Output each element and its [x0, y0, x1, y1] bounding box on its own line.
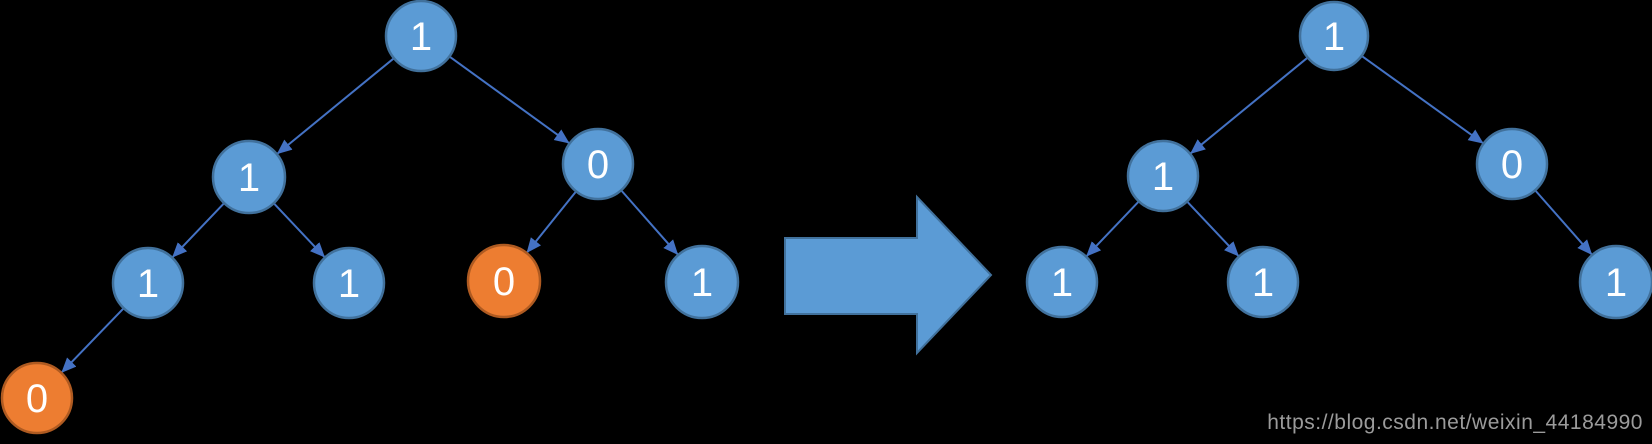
watermark-text: https://blog.csdn.net/weixin_44184990	[1267, 411, 1643, 434]
tree-edge-before-right-to-before-right-left	[526, 191, 577, 253]
tree-node-label: 0	[26, 377, 48, 421]
tree-node-circle	[1226, 245, 1300, 319]
tree-node-label: 1	[238, 156, 260, 200]
tree-node-after-root: 1	[1298, 0, 1370, 72]
tree-edge-after-root-to-after-left	[1190, 57, 1308, 154]
tree-edge-before-left-to-before-left-right	[273, 203, 326, 258]
tree-node-circle	[111, 246, 185, 320]
tree-node-circle	[0, 361, 74, 435]
tree-node-label: 1	[1051, 261, 1073, 305]
tree-edge-before-right-to-before-right-right	[621, 190, 679, 255]
tree-node-after-right-right: 1	[1578, 244, 1652, 320]
tree-node-before-right: 0	[561, 127, 635, 201]
tree-edge-before-left-to-before-left-left	[172, 203, 225, 258]
tree-node-label: 1	[1252, 261, 1274, 305]
tree-node-before-left-right: 1	[312, 246, 386, 320]
tree-node-label: 1	[691, 261, 713, 305]
tree-node-circle	[466, 243, 542, 319]
tree-edge-after-right-to-after-right-right	[1535, 190, 1593, 255]
tree-node-label: 1	[1323, 15, 1345, 59]
tree-node-before-right-right: 1	[664, 244, 740, 320]
tree-node-label: 1	[1152, 155, 1174, 199]
tree-node-label: 0	[587, 143, 609, 187]
tree-node-label: 1	[410, 15, 432, 59]
tree-node-after-left: 1	[1126, 139, 1200, 213]
tree-node-label: 1	[137, 262, 159, 306]
tree-edge-after-left-to-after-left-left	[1086, 201, 1139, 257]
tree-edge-after-left-to-after-left-right	[1186, 201, 1240, 257]
tree-node-label: 0	[493, 260, 515, 304]
tree-edge-before-left-left-to-before-left-left-left	[61, 308, 124, 373]
tree-edge-after-root-to-after-right	[1361, 55, 1484, 144]
tree-node-after-left-left: 1	[1025, 245, 1099, 319]
tree-node-circle	[384, 0, 458, 73]
tree-node-circle	[1126, 139, 1200, 213]
tree-node-circle	[1025, 245, 1099, 319]
tree-node-circle	[561, 127, 635, 201]
tree-node-circle	[1475, 127, 1549, 201]
tree-node-circle	[664, 244, 740, 320]
tree-node-before-left: 1	[211, 139, 287, 215]
tree-node-circle	[1298, 0, 1370, 72]
tree-edge-before-root-to-before-right	[449, 56, 570, 144]
tree-node-label: 1	[338, 262, 360, 306]
tree-edge-before-root-to-before-left	[276, 58, 394, 155]
tree-node-circle	[1578, 244, 1652, 320]
tree-node-before-root: 1	[384, 0, 458, 73]
tree-node-label: 1	[1605, 261, 1627, 305]
tree-node-after-left-right: 1	[1226, 245, 1300, 319]
tree-node-circle	[312, 246, 386, 320]
tree-node-before-left-left-left: 0	[0, 361, 74, 435]
tree-node-before-right-left: 0	[466, 243, 542, 319]
tree-node-label: 0	[1501, 143, 1523, 187]
tree-node-circle	[211, 139, 287, 215]
tree-node-after-right: 0	[1475, 127, 1549, 201]
transform-right-arrow-icon	[784, 194, 993, 356]
tree-node-before-left-left: 1	[111, 246, 185, 320]
